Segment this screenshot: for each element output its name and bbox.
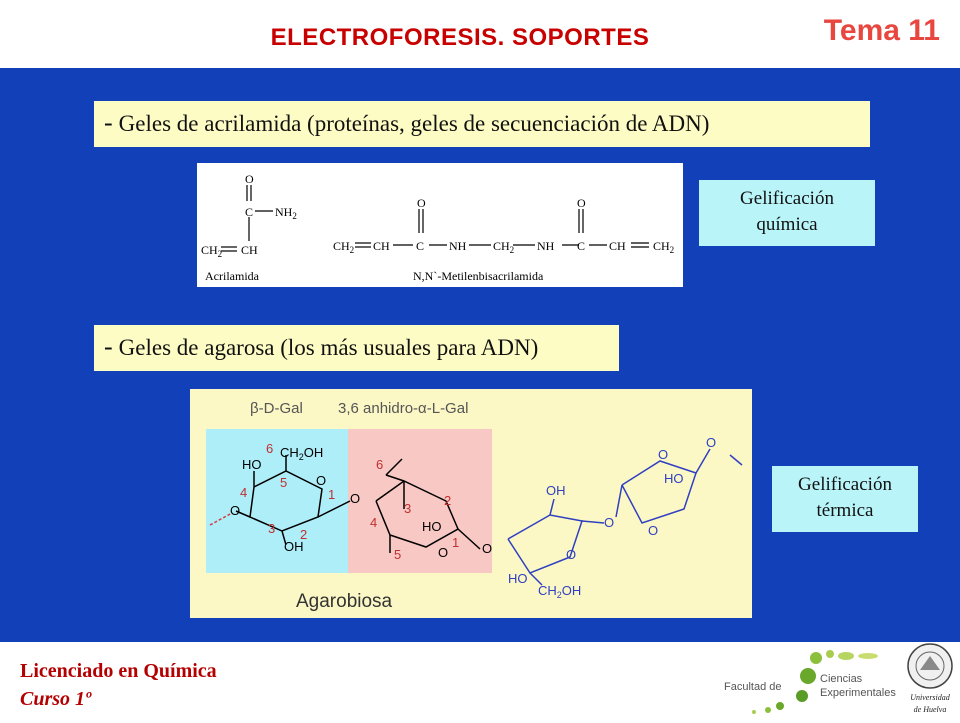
svg-text:O: O	[482, 541, 492, 556]
thermal-gelation-line2: térmica	[816, 500, 874, 521]
acrylamide-heading-box: -Geles de acrilamida (proteínas, geles d…	[94, 101, 870, 147]
svg-text:C: C	[245, 205, 253, 219]
university-logo: Universidad de Huelva	[904, 642, 956, 718]
slide-header: ELECTROFORESIS. SOPORTES Tema 11	[0, 0, 960, 68]
svg-text:CH2: CH2	[493, 239, 514, 255]
svg-text:NH: NH	[537, 239, 555, 253]
gal-label: β-D-Gal	[250, 400, 303, 417]
faculty-line2: Experimentales	[820, 687, 896, 699]
svg-text:O: O	[350, 491, 360, 506]
degree-label: Licenciado en Química	[20, 660, 217, 682]
svg-text:O: O	[706, 435, 716, 450]
svg-text:CH2OH: CH2OH	[280, 445, 323, 462]
svg-text:CH2: CH2	[201, 243, 222, 259]
chemical-gelation-line1: Gelificación	[740, 188, 834, 209]
svg-text:NH: NH	[449, 239, 467, 253]
university-line2: de Huelva	[914, 705, 947, 714]
svg-text:CH: CH	[373, 239, 390, 253]
svg-text:C: C	[416, 239, 424, 253]
svg-text:HO: HO	[242, 457, 262, 472]
svg-text:O: O	[648, 523, 658, 538]
svg-text:O: O	[438, 545, 448, 560]
anhydro-gal-label: 3,6 anhidro-α-L-Gal	[338, 400, 468, 417]
svg-text:2: 2	[300, 527, 307, 542]
svg-text:O: O	[245, 172, 254, 186]
svg-text:O: O	[604, 515, 614, 530]
svg-text:6: 6	[376, 457, 383, 472]
bisacrylamide-label: N,N`-Metilenbisacrilamida	[413, 269, 544, 283]
chemical-gelation-box: Gelificación química	[699, 180, 875, 246]
svg-text:O: O	[417, 196, 426, 210]
agarobiose-label: Agarobiosa	[296, 591, 393, 612]
faculty-prefix: Facultad de	[724, 681, 781, 693]
svg-text:4: 4	[370, 515, 377, 530]
svg-text:O: O	[230, 503, 240, 518]
svg-text:O: O	[316, 473, 326, 488]
svg-text:O: O	[658, 447, 668, 462]
slide-footer	[0, 642, 960, 720]
course-label: Curso 1º	[20, 688, 92, 710]
agarobiose-structure-image: β-D-Gal 3,6 anhidro-α-L-Gal Agarobiosa H…	[190, 389, 752, 618]
agarose-heading-box: -Geles de agarosa (los más usuales para …	[94, 325, 619, 371]
svg-text:O: O	[577, 196, 586, 210]
svg-text:HO: HO	[422, 519, 442, 534]
svg-text:3: 3	[404, 501, 411, 516]
faculty-logo: Facultad de Ciencias Experimentales	[720, 646, 906, 718]
university-line1: Universidad	[910, 693, 951, 702]
thermal-gelation-box: Gelificación térmica	[772, 466, 918, 532]
acrylamide-heading: Geles de acrilamida (proteínas, geles de…	[118, 111, 710, 136]
faculty-line1: Ciencias	[820, 673, 863, 685]
svg-text:CH2: CH2	[653, 239, 674, 255]
acrylamide-structure-diagram: O C NH2 CH2 CH CH2 CH C O NH CH2 NH C O …	[201, 172, 674, 283]
svg-text:3: 3	[268, 521, 275, 536]
agarose-heading: Geles de agarosa (los más usuales para A…	[118, 335, 539, 360]
faculty-logo-mark-icon: Facultad de Ciencias Experimentales	[724, 650, 896, 714]
svg-text:5: 5	[394, 547, 401, 562]
slide-title: ELECTROFORESIS. SOPORTES	[270, 24, 650, 51]
bullet-dash: -	[104, 108, 113, 137]
svg-text:1: 1	[452, 535, 459, 550]
svg-text:5: 5	[280, 475, 287, 490]
svg-text:NH2: NH2	[275, 205, 297, 221]
thermal-gelation-line1: Gelificación	[798, 474, 892, 495]
agarobiose-structure-diagram: β-D-Gal 3,6 anhidro-α-L-Gal Agarobiosa H…	[206, 400, 743, 612]
svg-text:CH2OH: CH2OH	[538, 583, 581, 600]
acrylamide-structure-image: O C NH2 CH2 CH CH2 CH C O NH CH2 NH C O …	[197, 163, 683, 287]
chemical-gelation-line2: química	[756, 214, 818, 235]
svg-text:O: O	[566, 547, 576, 562]
svg-text:HO: HO	[664, 471, 684, 486]
svg-text:2: 2	[444, 493, 451, 508]
acrylamide-label: Acrilamida	[205, 269, 260, 283]
svg-text:C: C	[577, 239, 585, 253]
svg-text:CH: CH	[609, 239, 626, 253]
bullet-dash: -	[104, 332, 113, 361]
topic-label: Tema 11	[823, 14, 940, 47]
svg-text:HO: HO	[508, 571, 528, 586]
svg-text:6: 6	[266, 441, 273, 456]
svg-text:1: 1	[328, 487, 335, 502]
svg-text:CH: CH	[241, 243, 258, 257]
svg-text:4: 4	[240, 485, 247, 500]
university-seal-icon: Universidad de Huelva	[907, 643, 953, 714]
svg-text:OH: OH	[284, 539, 304, 554]
svg-text:OH: OH	[546, 483, 566, 498]
svg-text:CH2: CH2	[333, 239, 354, 255]
